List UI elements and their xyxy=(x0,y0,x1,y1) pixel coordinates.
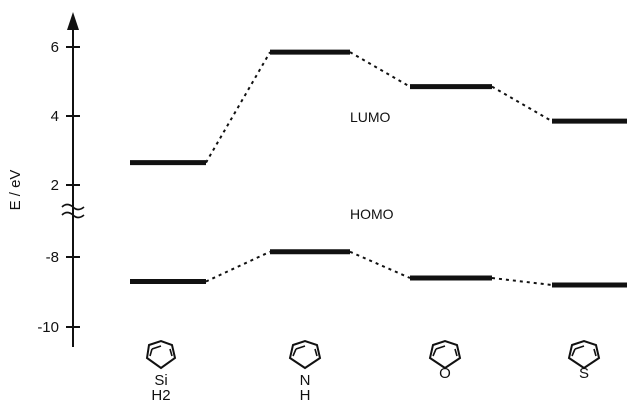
thiophene-double-bonds xyxy=(571,345,597,357)
homo-label: HOMO xyxy=(350,206,394,222)
axis-break-mark xyxy=(61,203,85,219)
molecule-furan: O xyxy=(428,339,462,382)
thiophene-hetero-label: S xyxy=(579,365,589,382)
y-tick-label: -8 xyxy=(46,249,59,266)
pyrrole-double-bonds xyxy=(292,345,318,357)
lumo-connector xyxy=(205,51,271,164)
pyrrole-hetero-label: N xyxy=(300,372,311,389)
y-tick-labels: 6 4 2 -8 -10 xyxy=(37,39,59,336)
y-tick-label: 2 xyxy=(51,177,59,194)
silole-double-bonds xyxy=(149,345,173,357)
homo-connector xyxy=(349,250,411,279)
silole-hetero-label: Si xyxy=(154,372,167,389)
lumo-connector xyxy=(349,51,411,88)
furan-double-bonds xyxy=(432,345,458,357)
lumo-label: LUMO xyxy=(350,109,391,125)
molecule-pyrrole: N xyxy=(288,339,322,389)
y-tick-label: 4 xyxy=(51,108,59,125)
homo-connector xyxy=(491,277,553,286)
pyrrole-ring-icon xyxy=(288,339,322,370)
furan-ring-icon xyxy=(428,339,462,370)
levels-group xyxy=(130,49,627,288)
silole-ring-icon xyxy=(145,339,177,370)
molecule-thiophene: S xyxy=(567,339,601,382)
hetero-substituent-label: H2 xyxy=(151,387,170,404)
hetero-substituent-label: H xyxy=(300,387,311,404)
molecule-silole: Si xyxy=(145,339,177,389)
lumo-connector xyxy=(491,85,553,123)
furan-hetero-label: O xyxy=(439,365,451,382)
y-axis-arrow xyxy=(67,12,79,30)
thiophene-ring-icon xyxy=(567,339,601,370)
y-axis-title: E / eV xyxy=(7,170,24,211)
homo-connector xyxy=(205,250,271,283)
y-ticks xyxy=(66,46,80,328)
y-tick-label: 6 xyxy=(51,39,59,56)
y-tick-label: -10 xyxy=(37,319,59,336)
